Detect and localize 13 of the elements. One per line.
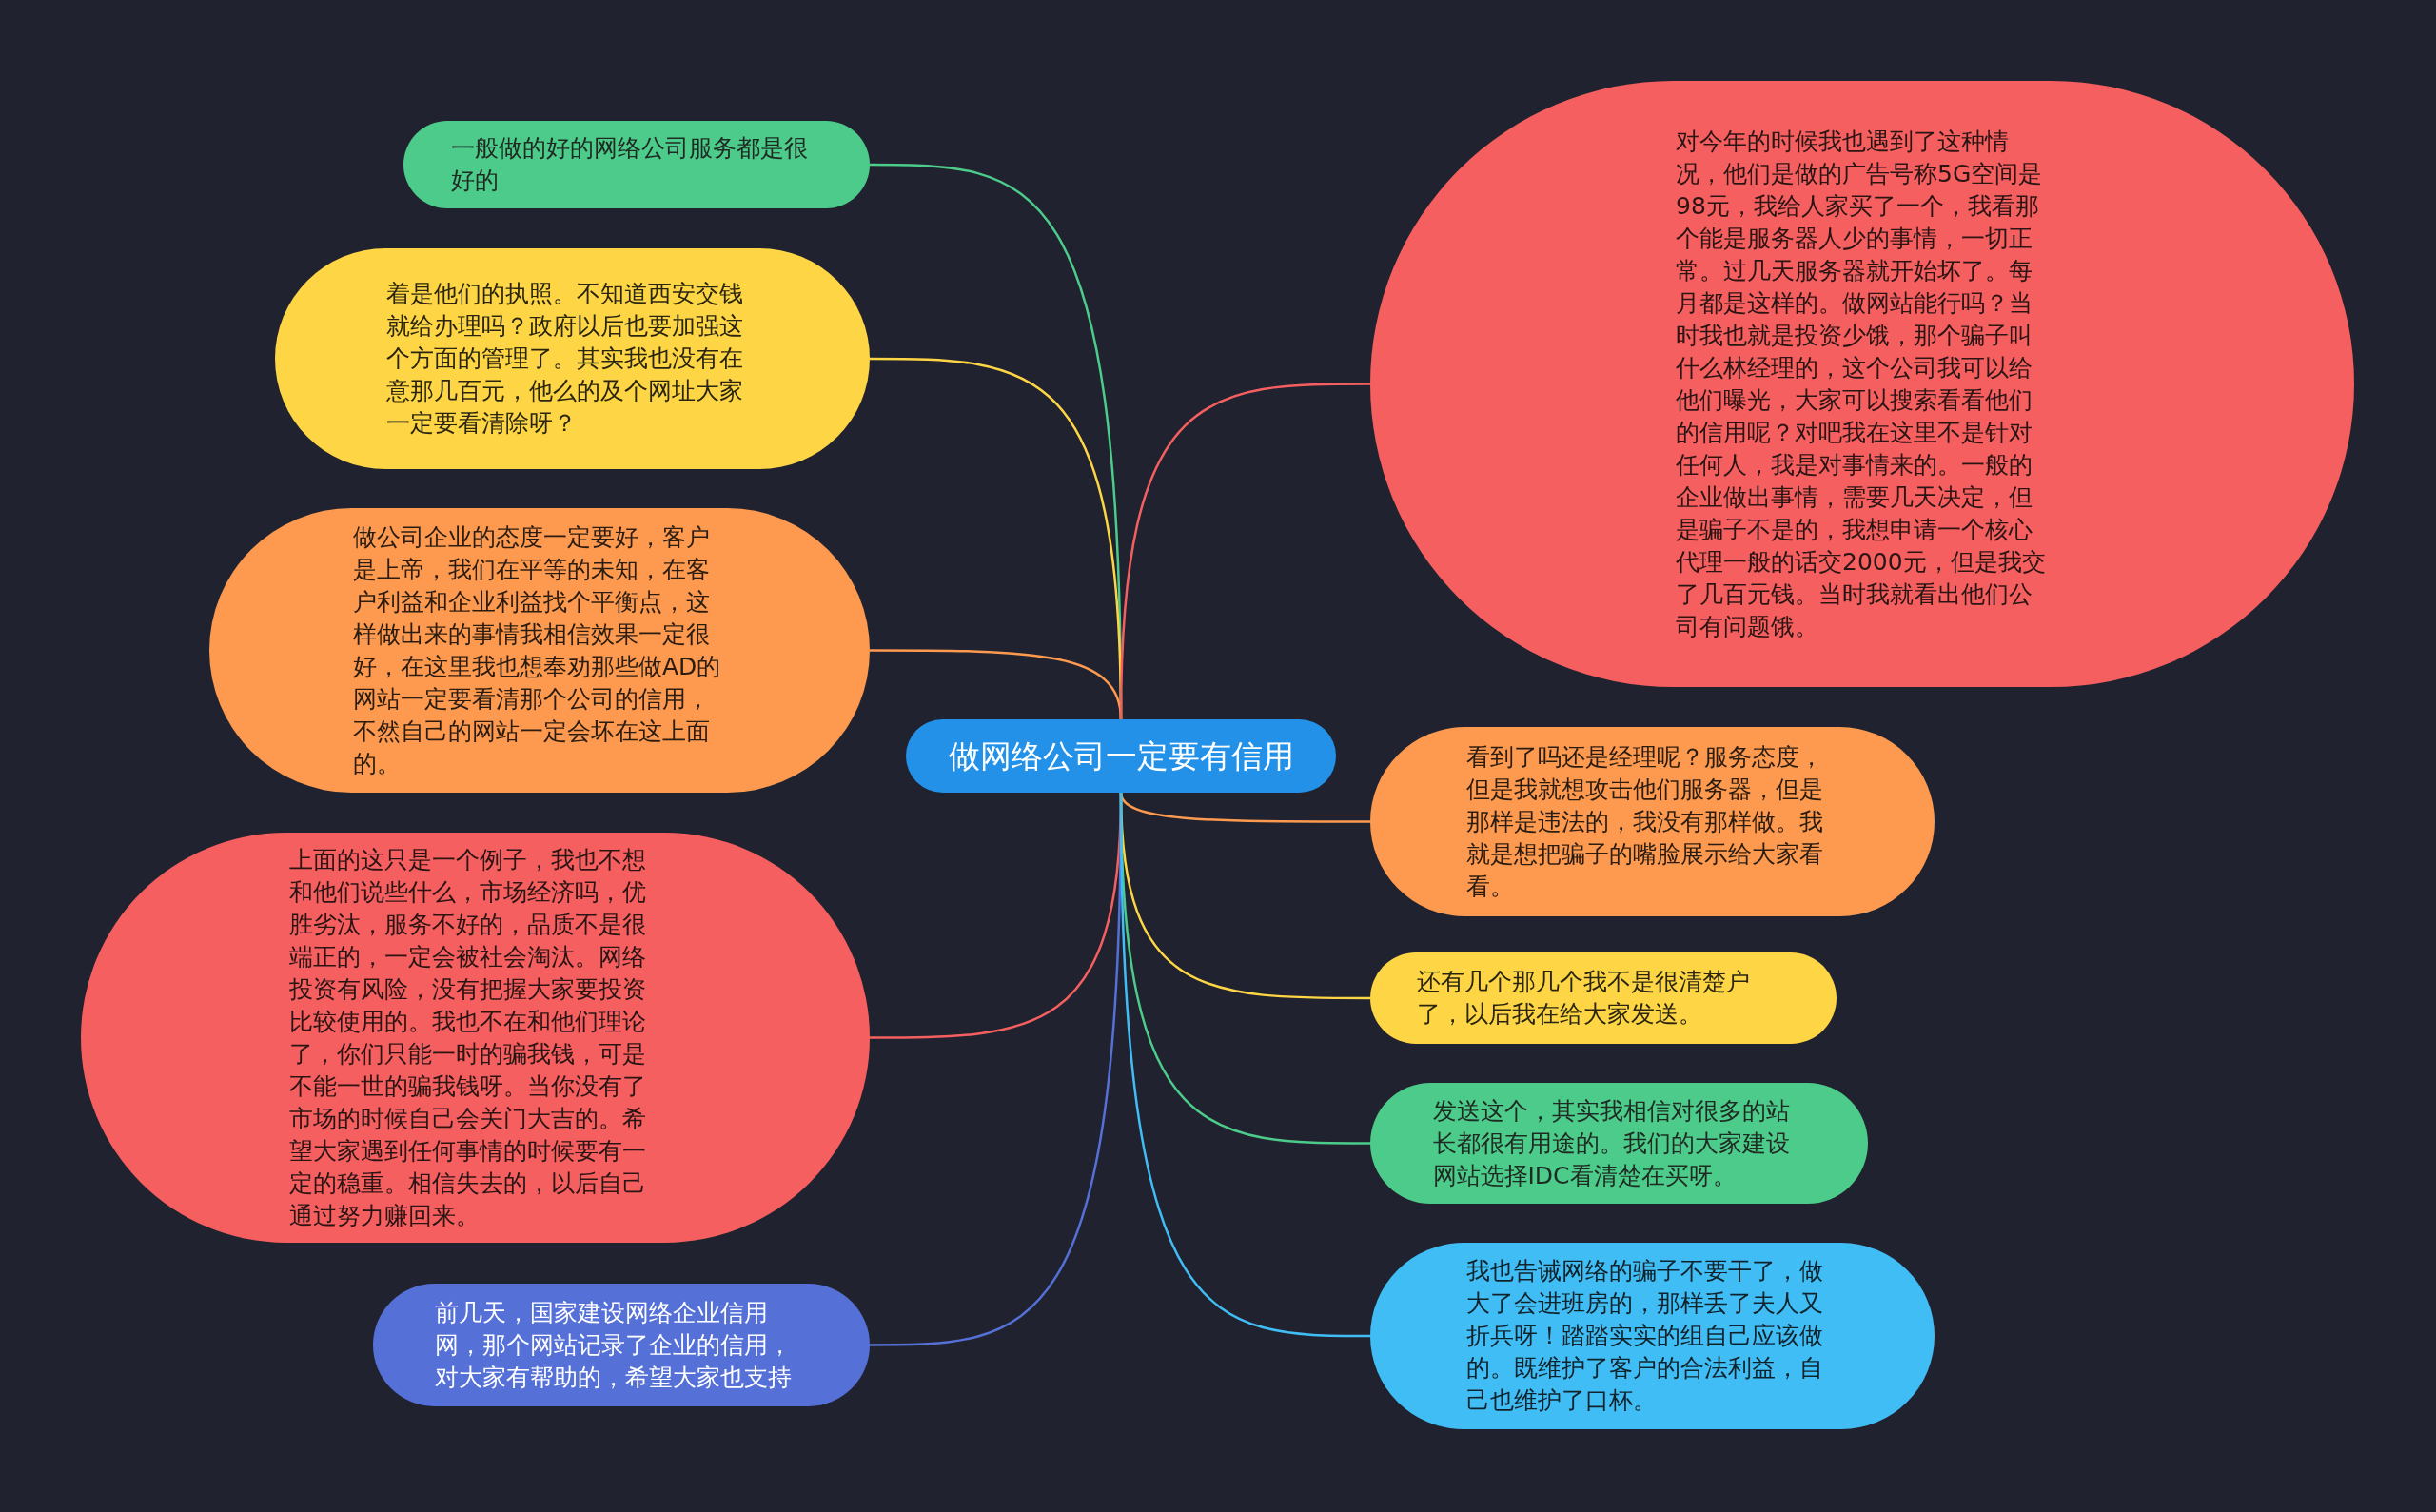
idea-bubble: 着是他们的执照。不知道西安交钱就给办理吗？政府以后也要加强这个方面的管理了。其实我也没有在意那几百元，他么的及个网址大家一定要看清除呀？ (275, 248, 870, 469)
idea-bubble: 看到了吗还是经理呢？服务态度，但是我就想攻击他们服务器，但是那样是违法的，我没有那样做。我就是想把骗子的嘴脸展示给大家看看。 (1370, 727, 1935, 916)
connector-line (1119, 383, 1370, 720)
idea-bubble: 对今年的时候我也遇到了这种情况，他们是做的广告号称5G空间是98元，我给人家买了一个，我看那个能是服务器人少的事情，一切正常。过几天服务器就开始坏了。每月都是这样的。做网站能行吗？当时我也就是投资少饿，那个骗子叫什么林经理的，这个公司我可以给他们曝光，大家可以搜索看看他们的信用呢？对吧我在这里不是针对任何人，我是对事情来的。一般的企业做出事情，需要几天决定，但是骗子不是的，我想申请一个核心代理一般的话交2000元，但是我交了几百元钱。当时我就看出他们公司有问题饿。 (1370, 81, 2354, 687)
topic-bubble: 做网络公司一定要有信用 (906, 719, 1336, 793)
idea-bubble: 还有几个那几个我不是很清楚户了，以后我在给大家发送。 (1370, 952, 1837, 1044)
idea-bubble: 前几天，国家建设网络企业信用网，那个网站记录了企业的信用，对大家有帮助的，希望大家也支持 (373, 1284, 870, 1406)
idea-bubble: 一般做的好的网络公司服务都是很好的 (403, 121, 870, 208)
idea-bubble: 做公司企业的态度一定要好，客户是上帝，我们在平等的未知，在客户利益和企业利益找个平衡点，这样做出来的事情我相信效果一定很好，在这里我也想奉劝那些做AD的网站一定要看清那个公司的信用，不然自己的网站一定会坏在这上面的。 (209, 508, 870, 793)
idea-bubble: 上面的这只是一个例子，我也不想和他们说些什么，市场经济吗，优胜劣汰，服务不好的，品质不是很端正的，一定会被社会淘汰。网络投资有风险，没有把握大家要投资比较使用的。我也不在和他们理论了，你们只能一时的骗我钱，可是不能一世的骗我钱呀。当你没有了市场的时候自己会关门大吉的。希望大家遇到任何事情的时候要有一定的稳重。相信失去的，以后自己通过努力赚回来。 (81, 833, 870, 1243)
idea-bubble: 发送这个，其实我相信对很多的站长都很有用途的。我们的大家建设网站选择IDC看清楚在买呀。 (1370, 1083, 1868, 1204)
connector-line (1119, 793, 1370, 1338)
idea-bubble: 我也告诫网络的骗子不要干了，做大了会进班房的，那样丢了夫人又折兵呀！踏踏实实的组自己应该做的。既维护了客户的合法利益，自己也维护了口杯。 (1370, 1243, 1935, 1429)
